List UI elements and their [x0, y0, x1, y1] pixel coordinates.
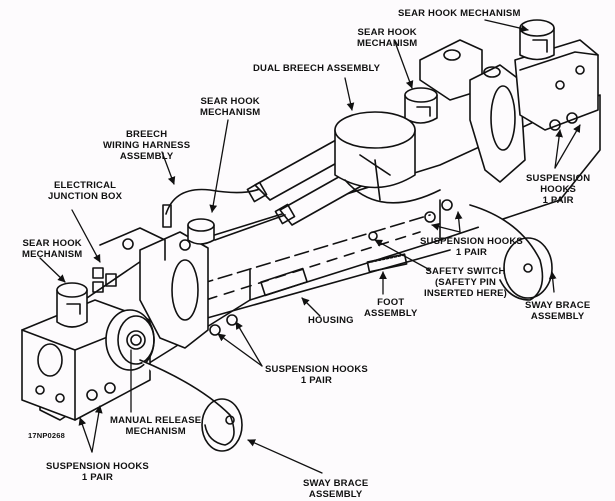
right-yoke	[419, 39, 526, 183]
label-line: 1 PAIR	[542, 195, 574, 206]
label-suspension-hooks-mid-right: SUSPENSION HOOKS 1 PAIR	[420, 236, 523, 258]
sway-brace-bottom	[139, 359, 243, 452]
suspension-hook-bolts	[209, 199, 453, 336]
label-line: JUNCTION BOX	[48, 191, 123, 202]
label-sway-brace-right: SWAY BRACE ASSEMBLY	[525, 300, 590, 322]
label-line: 1 PAIR	[300, 375, 333, 386]
label-line: SWAY BRACE	[303, 478, 369, 489]
label-suspension-hooks-center: SUSPENSION HOOKS 1 PAIR	[265, 364, 368, 386]
left-yoke	[99, 227, 209, 349]
label-line: SUSPENSION HOOKS	[265, 364, 368, 375]
label-sear-hook-center: SEAR HOOK MECHANISM	[200, 96, 260, 118]
label-line: MECHANISM	[200, 107, 261, 118]
label-line: ASSEMBLY	[530, 311, 585, 322]
label-sear-hook-top-right: SEAR HOOK MECHANISM	[398, 8, 521, 19]
label-line: 17NP0268	[28, 431, 66, 440]
label-line: SWAY BRACE	[525, 300, 591, 311]
leader-lines	[39, 19, 581, 474]
label-suspension-hooks-right: SUSPENSION HOOKS 1 PAIR	[526, 173, 590, 206]
label-line: INSERTED HERE)	[424, 288, 508, 299]
label-line: SEAR HOOK	[22, 238, 82, 249]
label-electrical-junction-box: ELECTRICAL JUNCTION BOX	[48, 180, 122, 202]
label-line: ASSEMBLY	[364, 308, 418, 319]
label-housing: HOUSING	[308, 315, 354, 326]
sway-brace-right	[469, 204, 553, 301]
label-line: SUSPENSION HOOKS	[420, 236, 523, 247]
label-line: SEAR HOOK	[357, 27, 417, 38]
label-line: SUSPENSION HOOKS	[46, 461, 149, 472]
label-manual-release-mechanism: MANUAL RELEASE MECHANISM	[110, 415, 201, 437]
label-safety-switch: SAFETY SWITCH (SAFETY PIN INSERTED HERE)	[424, 266, 507, 299]
label-foot-assembly: FOOT ASSEMBLY	[364, 297, 418, 319]
label-dual-breech-assembly: DUAL BREECH ASSEMBLY	[253, 63, 380, 74]
right-upper-sear-hook	[404, 87, 438, 124]
label-line: SEAR HOOK MECHANISM	[398, 8, 521, 19]
label-line: MECHANISM	[357, 38, 418, 49]
label-line: ASSEMBLY	[308, 489, 363, 500]
label-line: HOUSING	[308, 315, 354, 326]
label-line: 1 PAIR	[81, 472, 114, 483]
center-sear-hook	[162, 187, 263, 245]
label-sear-hook-upper-mid: SEAR HOOK MECHANISM	[357, 27, 417, 49]
label-breech-wiring-harness: BREECH WIRING HARNESS ASSEMBLY	[103, 129, 190, 162]
junction-connectors	[92, 267, 117, 293]
label-line: FOOT	[377, 297, 405, 308]
figure-id-code: 17NP0268	[28, 430, 65, 441]
right-end-block	[514, 39, 599, 131]
label-line: SAFETY SWITCH	[425, 266, 506, 277]
label-line: HOOKS	[540, 184, 577, 195]
label-line: MANUAL RELEASE	[110, 415, 202, 426]
label-line: MECHANISM	[125, 426, 186, 437]
label-line: SEAR HOOK	[200, 96, 260, 107]
label-line: (SAFETY PIN	[434, 277, 497, 288]
left-sear-hook-cylinder	[56, 282, 88, 328]
label-line: 1 PAIR	[455, 247, 488, 258]
label-line: DUAL BREECH ASSEMBLY	[253, 63, 381, 74]
label-line: WIRING HARNESS	[103, 140, 191, 151]
label-sear-hook-left: SEAR HOOK MECHANISM	[22, 238, 82, 260]
label-line: ELECTRICAL	[54, 180, 117, 191]
label-line: SUSPENSION	[526, 173, 591, 184]
label-sway-brace-bottom: SWAY BRACE ASSEMBLY	[303, 478, 368, 500]
right-top-sear-hook	[519, 19, 555, 61]
dual-breech-cylinder	[334, 111, 441, 204]
label-line: BREECH	[125, 129, 168, 140]
safety-switch-and-foot	[366, 231, 408, 273]
manual-release-disc	[105, 309, 155, 371]
label-suspension-hooks-left: SUSPENSION HOOKS 1 PAIR	[46, 461, 149, 483]
label-line: MECHANISM	[22, 249, 83, 260]
label-line: ASSEMBLY	[119, 151, 174, 162]
